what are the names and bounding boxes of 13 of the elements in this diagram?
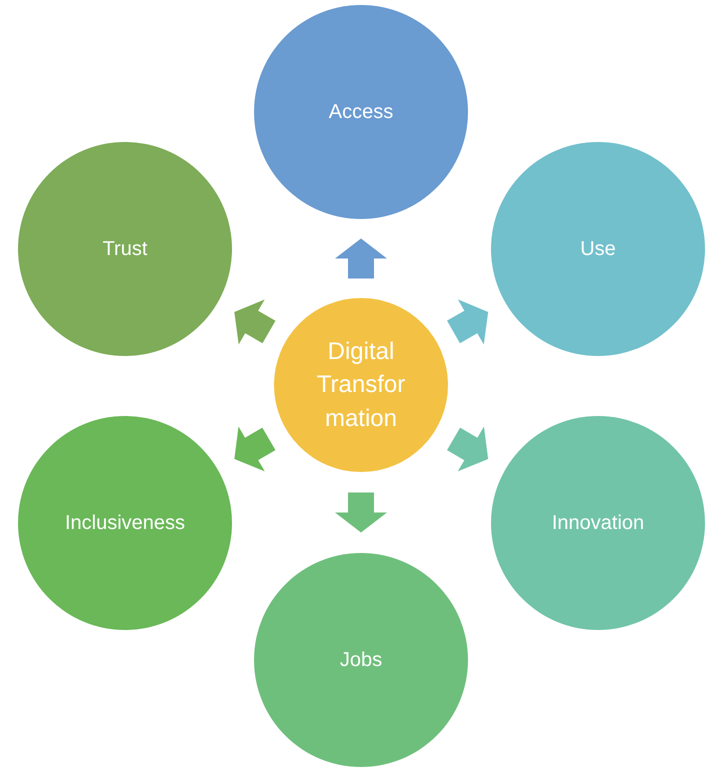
block-arrow	[234, 426, 276, 472]
node-label: Trust	[102, 237, 148, 261]
block-arrow	[335, 492, 387, 532]
node-label: Jobs	[340, 648, 382, 672]
block-arrow	[447, 299, 488, 345]
block-arrow	[234, 299, 276, 345]
block-arrow	[447, 426, 488, 472]
node-label: Inclusiveness	[64, 511, 186, 535]
node-label: Use	[580, 237, 616, 261]
node-label: Access	[328, 100, 394, 124]
node-label: Innovation	[552, 511, 644, 535]
node-label: Digital Transformation	[316, 336, 406, 434]
block-arrow	[335, 238, 387, 278]
